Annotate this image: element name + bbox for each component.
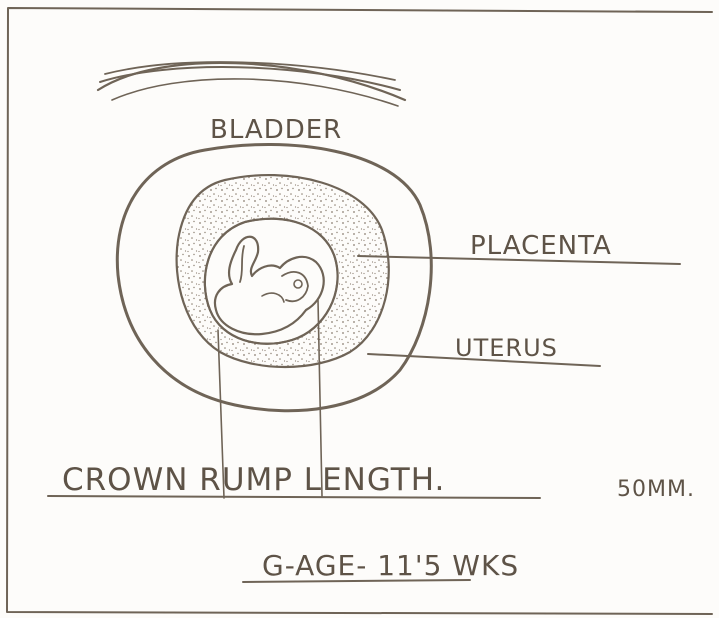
crown-rump-length-label: CROWN RUMP LENGTH. <box>62 462 445 498</box>
fetus-drawing <box>215 237 324 335</box>
uterus-label: UTERUS <box>455 334 558 362</box>
placenta-stippled-region <box>177 175 389 367</box>
placenta-label: PLACENTA <box>470 231 612 261</box>
crown-rump-length-value: 50MM. <box>617 477 695 502</box>
bladder-label: BLADDER <box>210 115 342 145</box>
bladder-outline <box>98 62 405 106</box>
gestational-age-label: G-AGE- 11'5 WKS <box>262 549 519 582</box>
